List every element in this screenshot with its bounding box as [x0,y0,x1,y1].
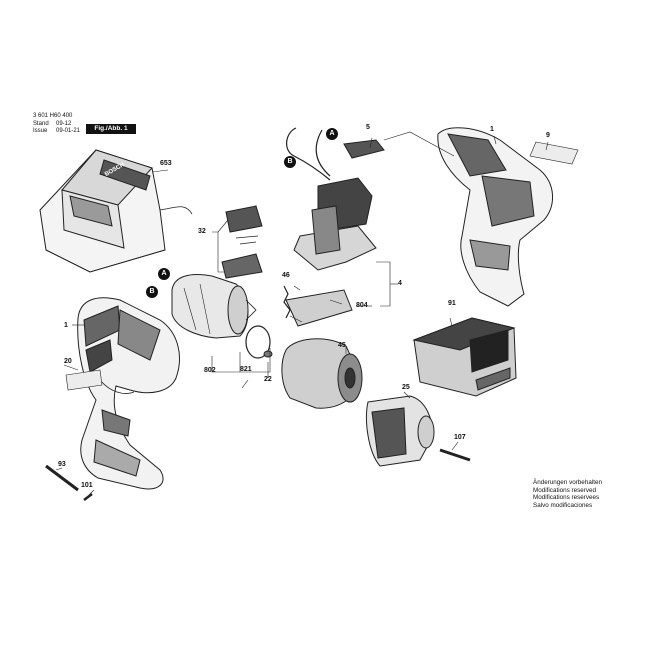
callout-46: 46 [282,272,290,279]
issue-label: Issue [33,128,48,134]
notice-line-es: Salvo modificaciones [533,501,593,509]
switch-button [343,139,385,159]
notice-line-en: Modifications reserved [533,486,596,494]
callout-804: 804 [356,302,368,309]
callout-101: 101 [81,482,93,489]
rating-label [529,141,579,165]
housing-shell-right [437,127,553,307]
battery-pack [412,317,517,397]
notice-line-fr: Modifications reservees [533,494,600,502]
issue-value: 09-01-21 [56,128,81,134]
callout-802: 802 [204,367,216,374]
marker-a-switch: A [326,128,338,140]
gearbox [281,338,363,409]
screw-101 [83,493,93,501]
label-plate [65,369,103,391]
callout-4: 4 [398,280,402,287]
callout-20: 20 [64,358,72,365]
stand-value: 09-12 [56,121,72,127]
motor-assembly [171,274,257,339]
chuck-screw [439,448,471,462]
stand-label: Stand [33,121,49,127]
callout-1-body: 1 [64,322,68,329]
battery-charger [39,149,193,273]
callout-653: 653 [160,160,172,167]
callout-91: 91 [448,300,456,307]
part-number: 3 601 H60 400 [33,113,73,119]
figure-badge: Fig./Abb. 1 [86,124,136,134]
screwdriver-bit [45,464,79,492]
modification-notice: Änderungen vorbehalten Modifications res… [533,479,602,509]
callout-821: 821 [240,366,252,373]
switch-assembly [285,177,377,327]
callout-93: 93 [58,461,66,468]
marker-b-motor: B [146,286,158,298]
marker-a-motor: A [158,268,170,280]
screw-22 [263,350,273,358]
callout-9: 9 [546,132,550,139]
callout-45: 45 [338,342,346,349]
notice-line-de: Änderungen vorbehalten [533,479,602,486]
callout-107: 107 [454,434,466,441]
keyless-chuck [366,395,435,467]
wire-b [315,129,331,177]
drill-housing-half [77,297,180,490]
marker-b-switch: B [284,156,296,168]
wire-a [286,127,331,181]
spring [283,285,291,319]
callout-32: 32 [198,228,206,235]
callout-5: 5 [366,124,370,131]
callout-1-housing: 1 [490,126,494,133]
leader-lines [55,131,549,499]
retaining-ring [245,325,271,359]
callout-25: 25 [402,384,410,391]
contact-cover-set [221,205,263,279]
callout-22: 22 [264,376,272,383]
